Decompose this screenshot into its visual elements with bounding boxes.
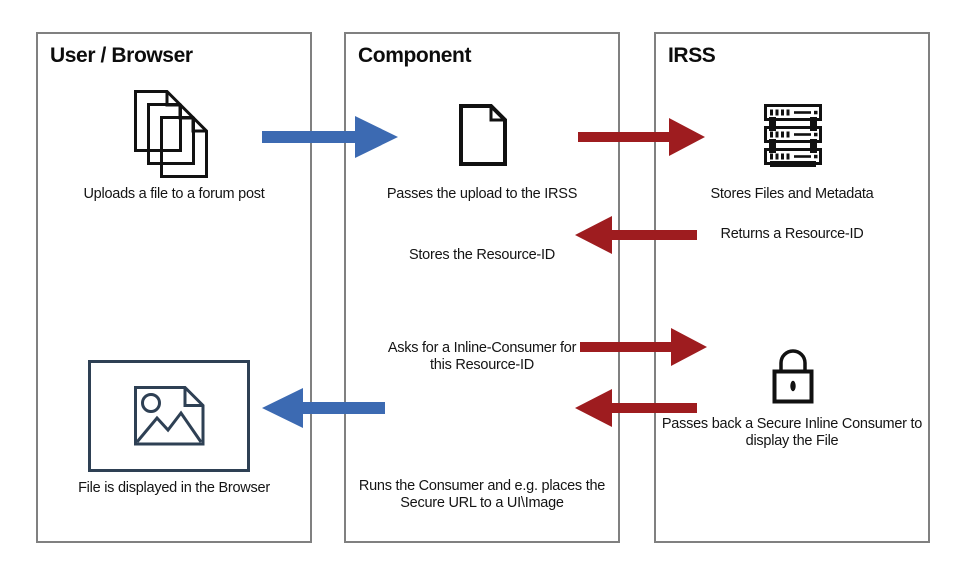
image-placeholder-icon [88, 360, 250, 472]
padlock-icon [772, 349, 814, 404]
arrow-component-upload-to-irss [578, 118, 705, 156]
caption-runs-consumer: Runs the Consumer and e.g. places the Se… [358, 478, 606, 511]
arrow-user-upload-to-component [262, 116, 398, 158]
files-stack-icon [134, 90, 208, 178]
column-title-user-browser: User / Browser [50, 44, 193, 67]
column-irss: IRSS [654, 32, 930, 543]
column-title-component: Component [358, 44, 472, 67]
caption-passes-upload: Passes the upload to the IRSS [386, 186, 578, 202]
server-unit-details [770, 109, 818, 160]
arrow-component-asks-inline-consumer [580, 328, 707, 366]
caption-uploads-file: Uploads a file to a forum post [83, 186, 265, 202]
caption-passes-back-consumer: Passes back a Secure Inline Consumer to … [661, 416, 923, 449]
caption-file-displayed: File is displayed in the Browser [78, 480, 270, 496]
caption-asks-inline-consumer: Asks for a Inline-Consumer for this Reso… [387, 340, 577, 373]
caption-stores-files: Stores Files and Metadata [710, 186, 874, 202]
arrow-component-display-to-browser [262, 388, 385, 428]
arrow-irss-returns-resource-id [575, 216, 697, 254]
server-rack-icon [764, 104, 822, 167]
document-icon [459, 104, 507, 166]
arrow-irss-passes-back-consumer [575, 389, 697, 427]
caption-returns-resource-id: Returns a Resource-ID [720, 226, 864, 242]
column-component: Component [344, 32, 620, 543]
caption-stores-resource-id: Stores the Resource-ID [408, 247, 555, 263]
column-title-irss: IRSS [668, 44, 716, 67]
